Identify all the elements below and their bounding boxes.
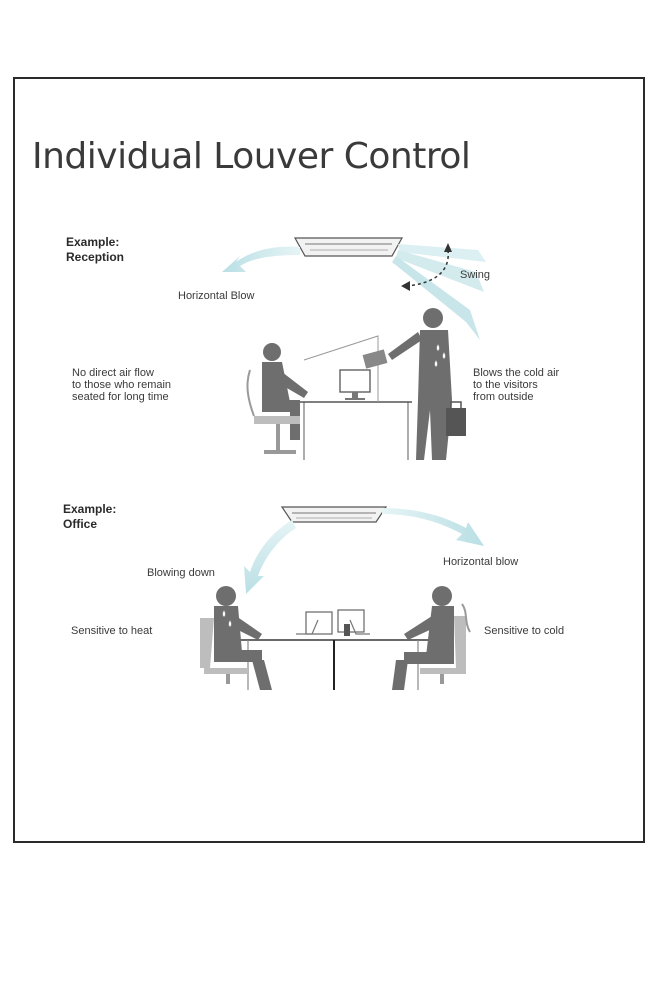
office-blowing-down-airflow-arrow [244, 520, 296, 594]
standing-visitor-silhouette [362, 308, 466, 460]
reception-left-note-line3: seated for long time [72, 391, 169, 403]
reception-right-note-line2: to the visitors [473, 379, 538, 391]
office-horizontal-airflow-arrow [382, 508, 484, 546]
diagram-frame [13, 77, 645, 843]
reception-left-note-line2: to those who remain [72, 379, 172, 391]
reception-cassette-unit [293, 237, 404, 257]
sensitive-to-cold-label: Sensitive to cold [484, 625, 565, 637]
office-desk [236, 609, 428, 690]
page-title: Individual Louver Control [32, 136, 471, 177]
reception-swing-airflow [392, 244, 486, 340]
office-heading: Example: Office [63, 502, 116, 532]
reception-heading-line2: Reception [66, 250, 125, 264]
blowing-down-label: Blowing down [147, 567, 215, 579]
reception-right-note-line3: from outside [473, 391, 534, 403]
reception-left-note: No direct air flow to those who remain s… [72, 367, 171, 403]
office-worker-heat-sensitive-silhouette [200, 586, 272, 690]
office-heading-line2: Office [63, 517, 98, 531]
monitor-icon [339, 369, 371, 400]
heat-drops-icon [222, 609, 232, 628]
reception-heading: Example: Reception [66, 235, 124, 265]
reception-heading-line1: Example: [66, 235, 120, 249]
office-heading-line1: Example: [63, 502, 117, 516]
reception-right-note: Blows the cold air to the visitors from … [473, 367, 559, 403]
reception-horizontal-airflow-arrow [222, 246, 300, 272]
office-horizontal-blow-label: Horizontal blow [443, 556, 519, 568]
sensitive-to-heat-label: Sensitive to heat [71, 625, 153, 637]
reception-counter [296, 335, 412, 460]
office-cassette-unit [280, 506, 388, 523]
reception-horizontal-blow-label: Horizontal Blow [178, 290, 255, 302]
reception-right-note-line1: Blows the cold air [473, 367, 560, 379]
sweat-drops-icon [434, 343, 446, 368]
seated-receptionist-silhouette [246, 343, 308, 454]
swing-label: Swing [460, 269, 490, 281]
reception-left-note-line1: No direct air flow [72, 367, 154, 379]
swing-arrow-icon [401, 243, 452, 291]
office-worker-cold-sensitive-silhouette [392, 586, 471, 690]
